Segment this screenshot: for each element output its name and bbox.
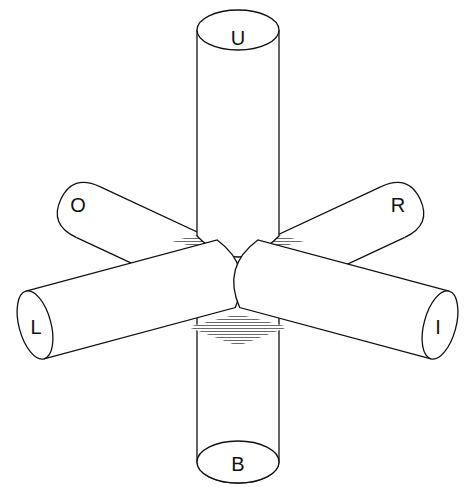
- part-label: L: [30, 317, 41, 337]
- front-right-rod: [226, 236, 464, 363]
- hatched-contact: [188, 314, 288, 346]
- part-label: I: [435, 317, 441, 337]
- part-label: U: [231, 28, 245, 48]
- front-left-rod: [10, 236, 248, 363]
- part-label: R: [391, 195, 405, 215]
- part-label: O: [70, 195, 86, 215]
- part-label: B: [231, 454, 244, 474]
- top-rod: [197, 10, 279, 257]
